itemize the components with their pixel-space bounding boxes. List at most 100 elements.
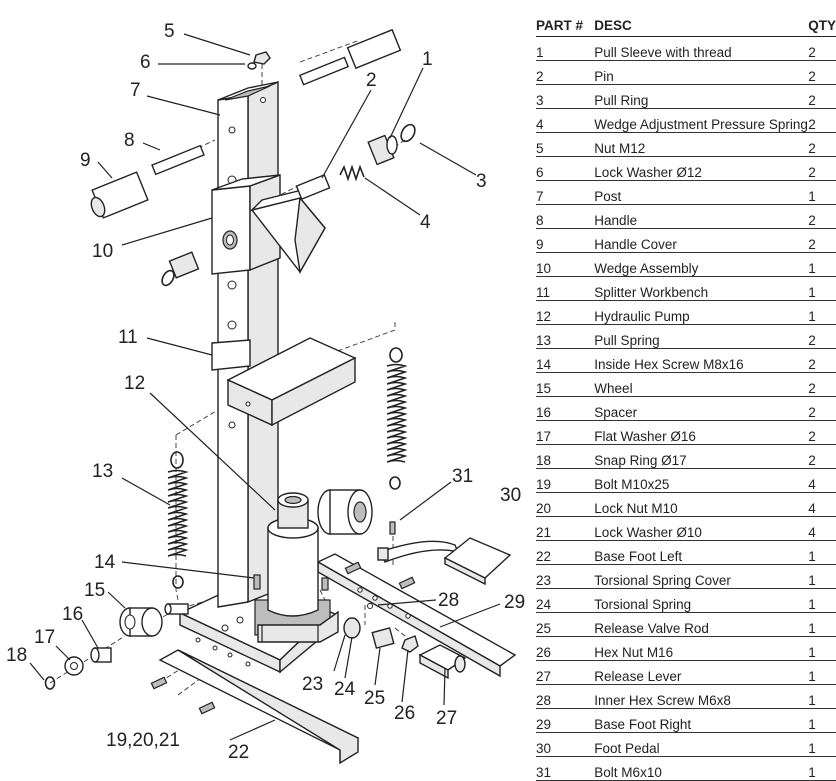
part-number-cell: 18 — [536, 444, 595, 469]
pull-sleeve-top — [298, 28, 402, 86]
pull-sleeve-left — [161, 251, 200, 287]
description-cell: Wheel — [594, 372, 809, 397]
flat-washer — [64, 656, 84, 676]
part-number-cell: 25 — [536, 612, 595, 637]
quantity-cell: 2 — [808, 84, 836, 109]
quantity-cell: 4 — [808, 492, 836, 517]
part-number-cell: 7 — [536, 180, 595, 205]
quantity-cell: 2 — [808, 204, 836, 229]
part-number-cell: 13 — [536, 324, 595, 349]
callout-9: 9 — [80, 150, 91, 171]
callout-12: 12 — [124, 373, 145, 394]
quantity-cell: 1 — [808, 612, 836, 637]
pin — [295, 173, 331, 201]
part-number-cell: 21 — [536, 516, 595, 541]
part-number-cell: 10 — [536, 252, 595, 277]
pressure-spring — [339, 164, 365, 182]
callout-1: 1 — [422, 49, 433, 70]
quantity-cell: 1 — [808, 660, 836, 685]
description-cell: Lock Nut M10 — [594, 492, 809, 517]
part-number-cell: 5 — [536, 132, 595, 157]
description-cell: Hydraulic Pump — [594, 300, 809, 325]
part-number-cell: 30 — [536, 732, 595, 757]
base-foot-right — [316, 553, 517, 678]
quantity-cell: 4 — [808, 516, 836, 541]
description-cell: Release Valve Rod — [594, 612, 809, 637]
header-description: DESC — [594, 14, 809, 37]
callout-4: 4 — [420, 212, 431, 233]
quantity-cell: 2 — [808, 420, 836, 445]
quantity-cell: 2 — [808, 36, 836, 61]
pull-spring-left — [167, 451, 189, 589]
part-number-cell: 14 — [536, 348, 595, 373]
quantity-cell: 2 — [808, 324, 836, 349]
description-cell: Lock Washer Ø10 — [594, 516, 809, 541]
part-number-cell: 11 — [536, 276, 595, 301]
quantity-cell: 2 — [808, 156, 836, 181]
description-cell: Pull Ring — [594, 84, 809, 109]
part-number-cell: 17 — [536, 420, 595, 445]
callout-16: 16 — [62, 604, 83, 625]
header-part-number: PART # — [536, 14, 595, 37]
quantity-cell: 2 — [808, 396, 836, 421]
description-cell: Inner Hex Screw M6x8 — [594, 684, 809, 709]
description-cell: Torsional Spring — [594, 588, 809, 613]
description-cell: Base Foot Left — [594, 540, 809, 565]
quantity-cell: 1 — [808, 708, 836, 733]
table-header-row: PART # DESC QTY — [536, 14, 836, 37]
callout-14: 14 — [94, 552, 116, 573]
quantity-cell: 1 — [808, 252, 836, 277]
callout-2: 2 — [366, 70, 377, 91]
description-cell: Pin — [594, 60, 809, 85]
part-number-cell: 4 — [536, 108, 595, 133]
part-number-cell: 2 — [536, 60, 595, 85]
callout-25: 25 — [364, 688, 385, 709]
leader-lines — [29, 33, 501, 741]
part-number-cell: 22 — [536, 540, 595, 565]
callout-24: 24 — [334, 679, 356, 700]
callout-22: 22 — [228, 742, 249, 763]
description-cell: Wedge Assembly — [594, 252, 809, 277]
callout-17: 17 — [34, 627, 55, 648]
exploded-parts-diagram: 5 6 7 8 9 10 11 12 13 14 15 16 17 18 19,… — [6, 21, 525, 765]
callout-15: 15 — [84, 580, 105, 601]
part-number-cell: 8 — [536, 204, 595, 229]
axle — [164, 603, 189, 615]
pull-ring — [400, 123, 416, 143]
nut-m12 — [247, 51, 271, 70]
callout-27: 27 — [436, 708, 457, 729]
quantity-cell: 2 — [808, 108, 836, 133]
part-number-cell: 6 — [536, 156, 595, 181]
part-number-cell: 24 — [536, 588, 595, 613]
part-number-cell: 3 — [536, 84, 595, 109]
description-cell: Lock Washer Ø12 — [594, 156, 809, 181]
callout-28: 28 — [438, 590, 459, 611]
pull-spring-right — [386, 347, 408, 490]
part-number-cell: 28 — [536, 684, 595, 709]
hydraulic-pump — [254, 492, 339, 643]
part-number-cell: 19 — [536, 468, 595, 493]
quantity-cell: 1 — [808, 540, 836, 565]
description-cell: Hex Nut M16 — [594, 636, 809, 661]
quantity-cell: 1 — [808, 180, 836, 205]
